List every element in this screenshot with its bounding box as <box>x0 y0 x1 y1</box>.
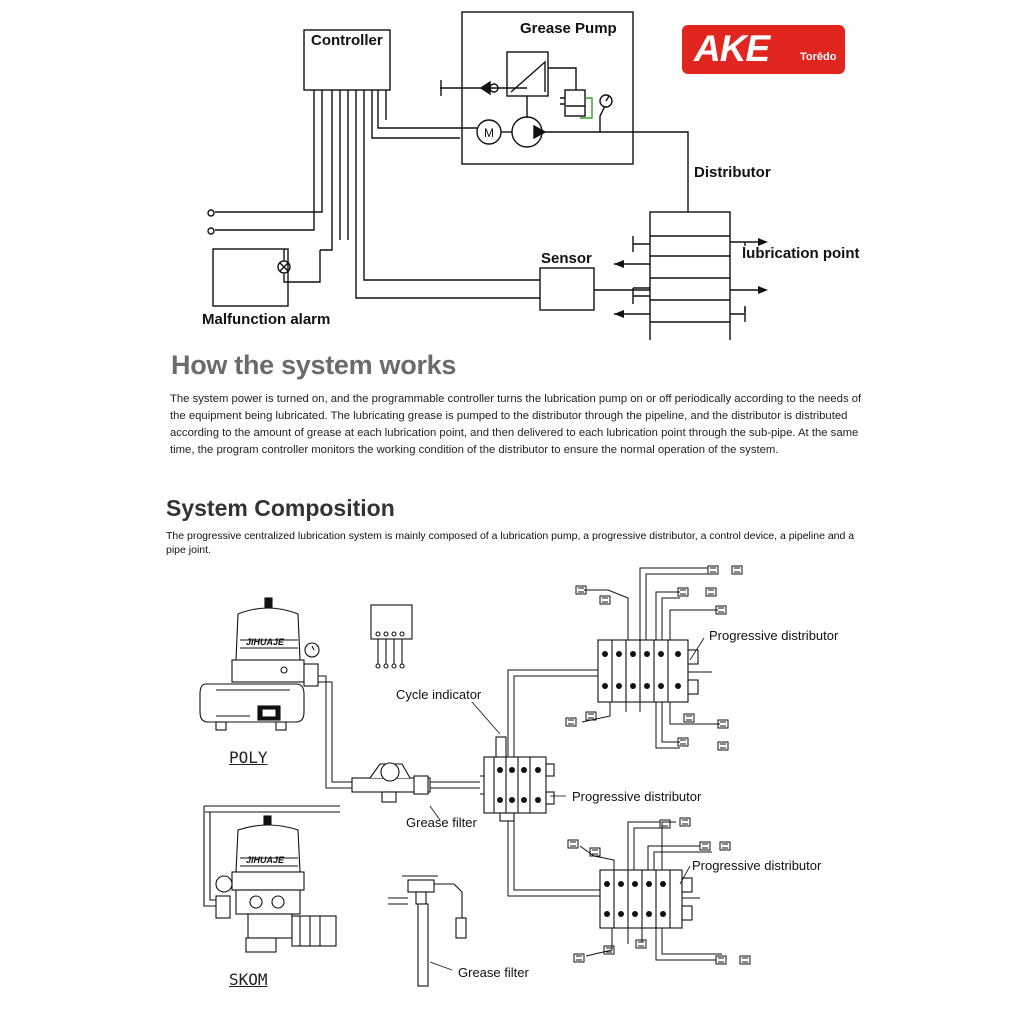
composition-body: The progressive centralized lubrication … <box>166 530 855 556</box>
distributor-box <box>649 211 731 340</box>
center-progressive-distributor <box>483 736 555 822</box>
progressive-distributor-label-top: Progressive distributor <box>709 628 839 643</box>
skom-pump <box>203 805 340 953</box>
grease-filter-label-1: Grease filter <box>406 815 477 830</box>
sensor-box <box>539 267 595 311</box>
poly-pump-brand: JIHUAJE <box>246 637 285 647</box>
brand-logo: AKE Torēdo <box>682 25 845 74</box>
composition-diagram: JIHUAJE <box>199 565 751 987</box>
poly-pump-label: POLY <box>229 748 268 767</box>
sensor-label: Sensor <box>541 250 592 267</box>
lower-progressive-distributor <box>599 869 693 929</box>
malfunction-alarm-label: Malfunction alarm <box>202 311 331 328</box>
skom-pump-brand: JIHUAJE <box>246 855 285 865</box>
composition-title: System Composition <box>166 495 395 521</box>
progressive-distributor-label-mid: Progressive distributor <box>572 789 702 804</box>
progressive-distributor-label-bottom: Progressive distributor <box>692 858 822 873</box>
grease-pump-label: Grease Pump <box>520 20 617 37</box>
how-body: The system power is turned on, and the p… <box>170 393 862 456</box>
brand-logo-text: AKE <box>694 28 770 69</box>
cycle-indicator-label: Cycle indicator <box>396 687 482 702</box>
controller-label: Controller <box>311 32 383 49</box>
grease-filter-2 <box>388 875 467 987</box>
upper-progressive-distributor <box>597 639 699 703</box>
distributor-label: Distributor <box>694 164 771 181</box>
grease-filter-label-2: Grease filter <box>458 965 529 980</box>
svg-text:M: M <box>484 126 494 140</box>
grease-filter-1 <box>351 762 431 803</box>
controller-box <box>303 29 391 91</box>
poly-pump <box>199 597 320 731</box>
skom-pump-label: SKOM <box>229 970 268 989</box>
malfunction-alarm-box <box>212 248 289 307</box>
lubrication-point-label: lubrication point <box>742 245 860 262</box>
how-title: How the system works <box>171 350 457 380</box>
brand-logo-suffix: Torēdo <box>800 51 837 63</box>
system-schematic: M <box>207 11 768 340</box>
control-device <box>370 604 413 669</box>
